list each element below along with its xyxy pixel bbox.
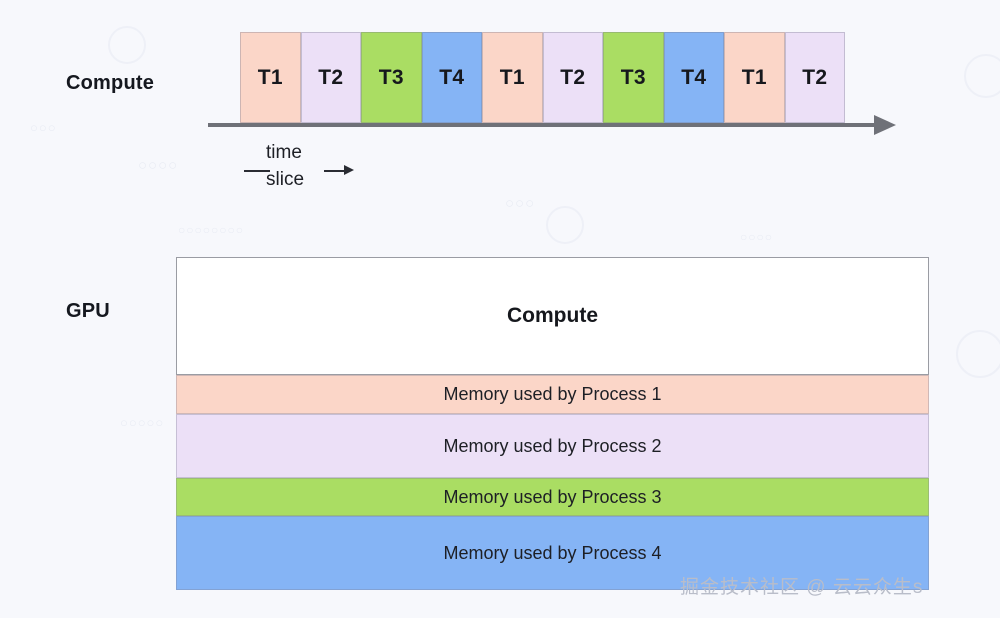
timeline-slot: T4 <box>663 32 724 123</box>
background-circle-decoration <box>108 26 146 64</box>
gpu-memory-row-label: Memory used by Process 4 <box>443 542 662 563</box>
gpu-memory-row: Memory used by Process 2 <box>176 414 929 478</box>
timeline-slot: T4 <box>421 32 482 123</box>
measure-left-dash-icon <box>244 170 270 172</box>
background-mark: ○○○ <box>30 120 57 135</box>
gpu-compute-section: Compute <box>176 257 929 375</box>
compute-row-label: Compute <box>66 72 155 94</box>
gpu-memory-row: Memory used by Process 4 <box>176 516 929 590</box>
measure-right-line-icon <box>324 170 346 172</box>
timeline-slot: T3 <box>603 32 664 123</box>
timeline-slot-label: T3 <box>378 65 404 89</box>
gpu-memory-row-label: Memory used by Process 3 <box>443 486 662 507</box>
timeline-slot: T1 <box>724 32 785 123</box>
timeline-slot-label: T3 <box>620 65 646 89</box>
time-slice-annotation: time slice <box>228 142 368 200</box>
timeline-slot: T2 <box>542 32 603 123</box>
gpu-memory-row-label: Memory used by Process 2 <box>443 435 662 456</box>
timeline-slot-label: T4 <box>681 65 707 89</box>
timeline-slot: T1 <box>240 32 301 123</box>
gpu-compute-label: Compute <box>507 304 598 327</box>
time-slice-label-line2: slice <box>266 169 305 190</box>
background-mark: ○○○○○ <box>120 415 165 430</box>
timeline-slot-label: T2 <box>560 65 586 89</box>
background-mark: ○○○○ <box>138 157 179 174</box>
time-slice-label-line1: time <box>266 142 302 163</box>
background-mark: ○○○○ <box>740 230 773 244</box>
watermark-credit: 掘金技术社区 @ 云云众生s <box>680 577 924 598</box>
gpu-memory-row: Memory used by Process 3 <box>176 478 929 516</box>
timeline-slot: T3 <box>361 32 422 123</box>
timeline-slot-label: T1 <box>257 65 283 89</box>
timeline-slot: T1 <box>482 32 543 123</box>
background-circle-decoration <box>546 206 584 244</box>
compute-timeline: T1 T2 T3 T4 T1 T2 T3 T4 T1 T2 <box>208 32 898 135</box>
background-circle-decoration <box>964 54 1000 98</box>
timeline-arrow-icon <box>874 115 896 135</box>
timeline-slot-label: T1 <box>499 65 525 89</box>
timeline-slot-label: T1 <box>741 65 767 89</box>
background-mark: ○○○ <box>505 195 536 212</box>
gpu-row-label: GPU <box>66 300 110 322</box>
timeline-slot-label: T2 <box>318 65 344 89</box>
timeline-axis-line <box>208 123 876 127</box>
gpu-memory-row-label: Memory used by Process 1 <box>443 384 662 404</box>
background-circle-decoration <box>956 330 1000 378</box>
timeline-slot: T2 <box>784 32 845 123</box>
timeline-slot: T2 <box>300 32 361 123</box>
timeline-slot-label: T4 <box>439 65 465 89</box>
measure-right-arrow-icon <box>344 165 354 175</box>
gpu-memory-row: Memory used by Process 1 <box>176 375 929 414</box>
background-mark: ○○○○○○○○ <box>178 223 244 237</box>
gpu-block: Compute Memory used by Process 1 Memory u… <box>176 257 929 590</box>
timeline-slot-label: T2 <box>802 65 828 89</box>
